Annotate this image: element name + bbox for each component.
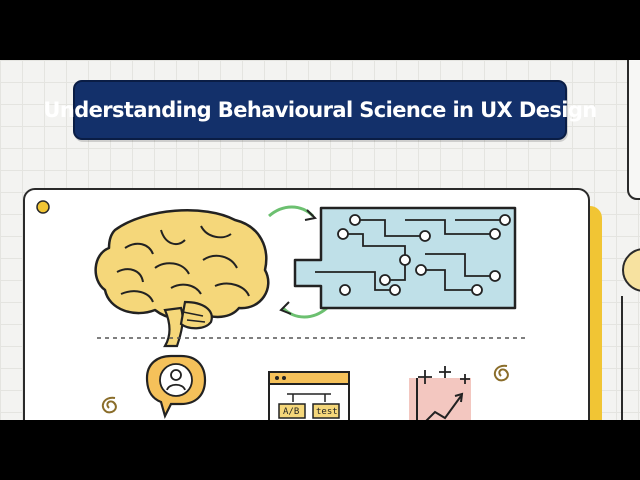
page-title: Understanding Behavioural Science in UX … (43, 98, 597, 122)
side-circle-decoration (622, 248, 640, 292)
title-banner: Understanding Behavioural Science in UX … (43, 80, 597, 140)
cycle-arrows-icon (268, 205, 328, 319)
illustration-svg: A/B test (36, 200, 525, 420)
sparkle-icon (418, 366, 470, 384)
side-panel-edge (621, 296, 640, 420)
growth-chart-icon (409, 378, 471, 420)
ab-test-window-icon: A/B test (268, 371, 350, 420)
spiral-icon (101, 396, 117, 414)
circuit-board-icon (293, 206, 517, 310)
slide-scene: Understanding Behavioural Science in UX … (0, 60, 640, 420)
side-panel-frame (627, 60, 640, 200)
illustration-card: A/B test (23, 188, 590, 420)
user-speech-bubble-icon (145, 354, 207, 420)
yellow-dot-icon (36, 200, 50, 214)
brain-icon (94, 209, 270, 348)
spiral-icon (493, 364, 509, 382)
ab-label-a: A/B (283, 407, 299, 417)
ab-label-b: test (316, 407, 338, 417)
